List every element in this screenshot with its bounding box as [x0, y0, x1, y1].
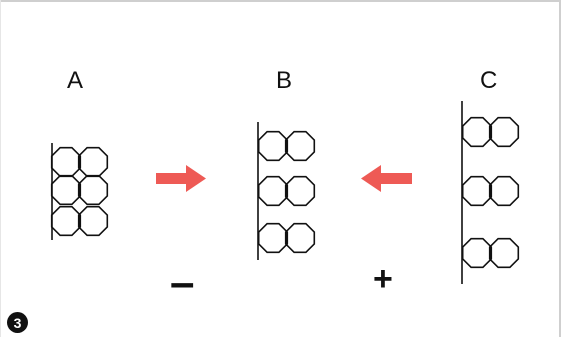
octagon-unit — [284, 130, 316, 162]
arrow-right — [156, 165, 206, 192]
panel-label-a: A — [67, 67, 84, 94]
panel-label-c: C — [480, 67, 498, 94]
cluster-a — [50, 143, 109, 240]
panel-label-b: B — [276, 67, 293, 94]
octagon-unit — [488, 175, 520, 207]
octagon-unit — [77, 205, 109, 237]
octagon-unit — [461, 175, 493, 207]
cluster-b — [257, 122, 316, 260]
frame-top-border — [0, 0, 561, 2]
octagon-unit — [257, 222, 289, 254]
arrow-left — [361, 165, 412, 192]
octagon-unit — [50, 205, 82, 237]
frame-right-border — [559, 0, 561, 337]
octagon-unit — [284, 175, 316, 207]
octagon-unit — [257, 130, 289, 162]
minus-sign: – — [170, 258, 195, 307]
octagon-unit — [284, 222, 316, 254]
octagon-unit — [257, 175, 289, 207]
octagon-unit — [50, 174, 82, 206]
plus-sign: + — [373, 260, 393, 298]
cluster-c — [461, 101, 520, 284]
frame-left-border — [0, 0, 1, 337]
octagon-unit — [488, 237, 520, 269]
octagon-unit — [77, 174, 109, 206]
octagon-unit — [77, 146, 109, 178]
octagon-unit — [50, 146, 82, 178]
octagon-unit — [461, 237, 493, 269]
octagon-unit — [461, 116, 493, 148]
octagon-unit — [488, 116, 520, 148]
step-badge: 3 — [7, 312, 28, 333]
